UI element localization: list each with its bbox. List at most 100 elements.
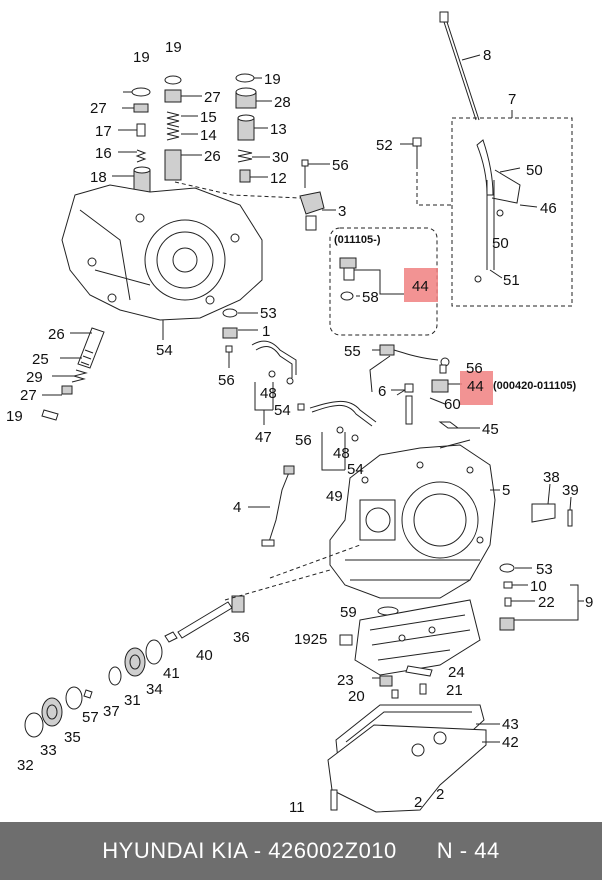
label-2: 2 [436,786,444,803]
label-26: 26 [48,326,65,343]
label-13: 13 [270,121,287,138]
label-54: 54 [274,402,291,419]
bracket-38-pin-39 [531,483,573,527]
label-59: 59 [340,604,357,621]
sensor-44a [339,257,404,301]
oil-pipe-47 [225,340,297,425]
label-44: 44 [412,278,429,295]
solenoid-stack [235,73,272,183]
label-17: 17 [95,123,112,140]
label-27: 27 [204,89,221,106]
label-5: 5 [502,482,510,499]
guide-line [269,544,361,579]
harness-4 [248,465,295,547]
dipstick-assembly [439,11,573,307]
label-40: 40 [196,647,213,664]
label-53: 53 [260,305,277,322]
label-11: 11 [289,799,305,816]
label-48: 48 [260,385,277,402]
footer-bar: HYUNDAI KIA - 426002Z010 N - 44 [0,822,602,880]
label-25: 25 [32,351,49,368]
oil-pipe-49 [297,401,377,471]
label-35: 35 [64,729,81,746]
label-9: 9 [585,594,593,611]
label-19: 19 [264,71,281,88]
label-7: 7 [508,91,516,108]
label-10: 10 [530,578,547,595]
harness-55 [369,344,450,393]
parts-53-10-22 [499,563,584,631]
range-011105: (011105-) [334,234,381,246]
label-23: 23 [337,672,354,689]
label-36: 36 [233,629,250,646]
label-41: 41 [163,665,180,682]
label-49: 49 [326,488,343,505]
label-19: 19 [133,49,150,66]
label-6: 6 [378,383,386,400]
label-52: 52 [376,137,393,154]
label-56: 56 [332,157,349,174]
part-number-caption: HYUNDAI KIA - 426002Z010 [102,838,397,863]
sensor-3 [174,159,336,231]
variant-box-011105 [329,227,438,336]
part-labels: 19 19 19 19 27 27 27 17 16 18 15 14 26 2… [6,39,593,816]
washer-nut-53-1 [222,308,258,339]
sensor-44b [431,364,462,393]
label-1925: 1925 [294,631,327,648]
shaft-gear-set [24,595,245,738]
label-42: 42 [502,734,519,751]
valve-body [339,599,481,676]
label-22: 22 [538,594,555,611]
label-19: 19 [6,408,23,425]
guide-line [224,569,331,601]
label-48: 48 [333,445,350,462]
label-16: 16 [95,145,112,162]
label-60: 60 [444,396,461,413]
label-27: 27 [90,100,107,117]
page-indicator: N - 44 [436,838,500,863]
label-29: 29 [26,369,43,386]
label-33: 33 [40,742,57,759]
label-47: 47 [255,429,272,446]
label-46: 46 [540,200,557,217]
label-14: 14 [200,127,217,144]
label-24: 24 [448,664,465,681]
label-2: 2 [414,794,422,811]
label-43: 43 [502,716,519,733]
label-3: 3 [338,203,346,220]
label-21: 21 [446,682,463,699]
label-44: 44 [467,378,484,395]
range-000420-011105: (000420-011105) [493,380,577,392]
label-38: 38 [543,469,560,486]
label-37: 37 [103,703,120,720]
label-30: 30 [272,149,289,166]
label-31: 31 [124,692,141,709]
label-4: 4 [233,499,241,516]
label-12: 12 [270,170,287,187]
label-39: 39 [562,482,579,499]
label-56: 56 [466,360,483,377]
label-15: 15 [200,109,217,126]
label-56: 56 [218,372,235,389]
transaxle-case-main [329,444,500,599]
valve-group-lower-left [41,327,105,421]
label-1: 1 [262,323,270,340]
label-26: 26 [204,148,221,165]
label-34: 34 [146,681,163,698]
label-58: 58 [362,289,379,306]
label-56: 56 [295,432,312,449]
exploded-parts-diagram: 19 19 19 19 27 27 27 17 16 18 15 14 26 2… [6,11,593,816]
label-19: 19 [165,39,182,56]
label-8: 8 [483,47,491,64]
label-18: 18 [90,169,107,186]
label-27: 27 [20,387,37,404]
label-53: 53 [536,561,553,578]
parts-23-24-20-21 [372,665,433,699]
label-57: 57 [82,709,99,726]
label-55: 55 [344,343,361,360]
label-50: 50 [492,235,509,252]
oil-pan [327,704,500,813]
valve-group-left [112,75,202,193]
label-54: 54 [347,461,364,478]
highlight-44a [404,268,438,302]
